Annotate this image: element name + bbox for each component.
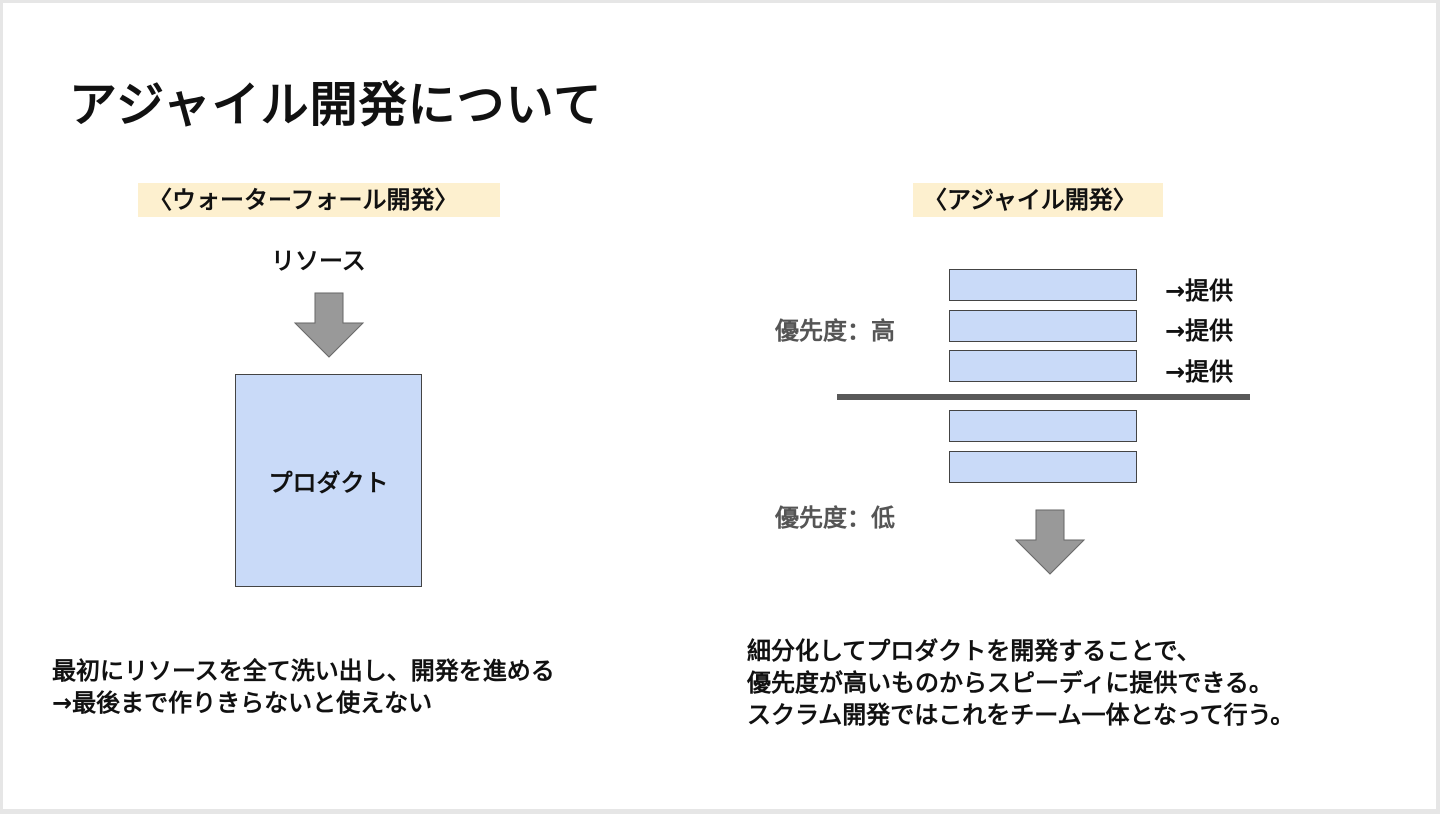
down-arrow-icon xyxy=(1014,509,1086,575)
product-box: プロダクト xyxy=(235,374,422,587)
task-box xyxy=(949,310,1137,342)
agile-description: 細分化してプロダクトを開発することで、 優先度が高いものからスピーディに提供でき… xyxy=(747,635,1294,731)
deliver-label: →提供 xyxy=(1165,358,1234,386)
deliver-label: →提供 xyxy=(1165,317,1234,345)
waterfall-description-line: 最初にリソースを全て洗い出し、開発を進める xyxy=(52,657,555,685)
priority-high-label: 優先度：高 xyxy=(775,317,895,345)
task-box xyxy=(949,451,1137,483)
waterfall-description: 最初にリソースを全て洗い出し、開発を進める →最後まで作りきらないと使えない xyxy=(52,655,555,719)
agile-heading: 〈アジャイル開発〉 xyxy=(913,183,1163,217)
waterfall-description-line: →最後まで作りきらないと使えない xyxy=(52,689,433,717)
agile-description-line: スクラム開発ではこれをチーム一体となって行う。 xyxy=(747,701,1295,729)
down-arrow-icon xyxy=(293,292,365,358)
priority-low-label: 優先度：低 xyxy=(775,504,895,532)
agile-description-line: 優先度が高いものからスピーディに提供できる。 xyxy=(747,669,1273,697)
slide-title: アジャイル開発について xyxy=(69,77,603,133)
slide: アジャイル開発について 〈ウォーターフォール開発〉 リソース プロダクト 最初に… xyxy=(3,3,1436,809)
resource-label: リソース xyxy=(271,247,366,275)
priority-divider xyxy=(837,394,1250,400)
task-box xyxy=(949,410,1137,442)
waterfall-heading: 〈ウォーターフォール開発〉 xyxy=(138,183,500,217)
deliver-label: →提供 xyxy=(1165,277,1234,305)
agile-description-line: 細分化してプロダクトを開発することで、 xyxy=(747,637,1201,665)
task-box xyxy=(949,269,1137,301)
task-box xyxy=(949,350,1137,382)
product-label: プロダクト xyxy=(268,469,389,497)
